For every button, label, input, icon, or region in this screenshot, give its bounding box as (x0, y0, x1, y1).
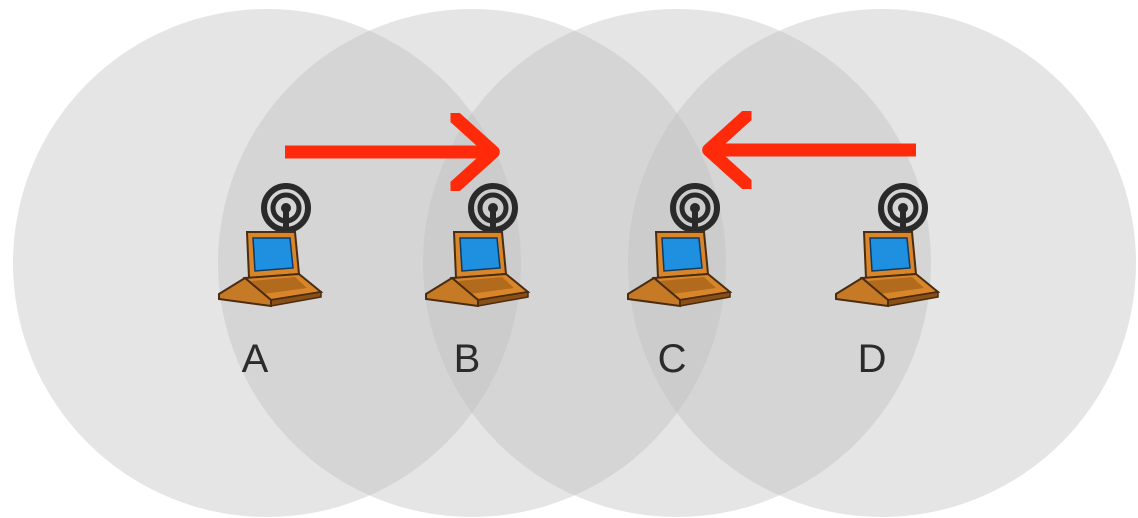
node-a: A (218, 183, 324, 381)
node-c: C (627, 183, 733, 381)
node-label-d: D (858, 337, 887, 381)
node-label-c: C (658, 337, 687, 381)
laptop-icon (425, 231, 531, 308)
range-circles (13, 9, 1136, 517)
laptop-icon (218, 231, 324, 308)
node-b: B (425, 183, 531, 381)
antenna-icon (261, 183, 311, 236)
node-label-b: B (454, 337, 481, 381)
node-label-a: A (242, 337, 269, 381)
antenna-icon (468, 183, 518, 236)
laptop-icon (627, 231, 733, 308)
node-d: D (835, 183, 941, 381)
antenna-icon (670, 183, 720, 236)
laptop-icon (835, 231, 941, 308)
antenna-icon (878, 183, 928, 236)
arrows (285, 150, 916, 152)
